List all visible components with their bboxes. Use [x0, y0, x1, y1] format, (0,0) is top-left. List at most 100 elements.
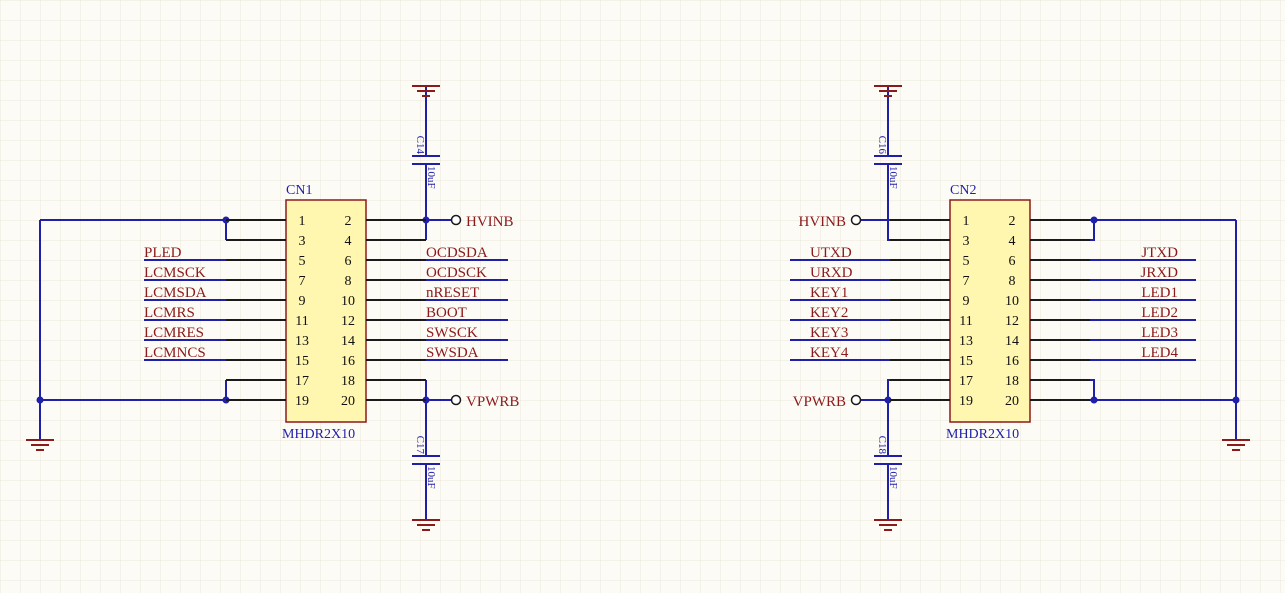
net-label-left: URXD: [810, 265, 853, 281]
pin-number-left: 15: [959, 354, 973, 369]
pin-number-left: 5: [299, 254, 306, 269]
pin-number-right: 6: [1009, 254, 1016, 269]
wire-segment: [887, 220, 890, 241]
pin-number-left: 5: [963, 254, 970, 269]
components-layer: [26, 85, 1250, 531]
pin-number-left: 3: [299, 234, 306, 249]
pin-number-right: 8: [345, 274, 352, 289]
ground-icon: [1222, 439, 1250, 451]
capacitor-value: 10uF: [425, 466, 437, 489]
wire-segment: [887, 379, 890, 400]
pin-number-left: 19: [295, 394, 309, 409]
junction-dot-icon: [1090, 216, 1098, 224]
capacitor-value: 10uF: [887, 466, 899, 489]
net-label-right: LED3: [1141, 325, 1178, 341]
pin-number-right: 6: [345, 254, 352, 269]
net-label-right: LED4: [1141, 345, 1178, 361]
port-circle-icon: [850, 214, 862, 226]
wire-segment: [1090, 220, 1095, 241]
pin-number-right: 16: [341, 354, 355, 369]
net-label-left: KEY2: [810, 305, 848, 321]
pin-number-left: 17: [295, 374, 309, 389]
pin-number-right: 20: [341, 394, 355, 409]
net-label-left: UTXD: [810, 245, 852, 261]
pin-number-left: 7: [963, 274, 970, 289]
net-label-right: OCDSCK: [426, 265, 487, 281]
pin-number-right: 4: [345, 234, 352, 249]
wires-layer: [36, 86, 1240, 520]
junction-dot-icon: [1232, 396, 1240, 404]
pin-number-left: 19: [959, 394, 973, 409]
pin-number-left: 15: [295, 354, 309, 369]
pin-number-left: 17: [959, 374, 973, 389]
pin-number-left: 11: [959, 314, 972, 329]
net-label-left: LCMSDA: [144, 285, 207, 301]
junction-dot-icon: [1090, 396, 1098, 404]
net-label-right: LED1: [1141, 285, 1178, 301]
capacitor-designator: C17: [414, 436, 426, 455]
pin-number-right: 10: [1005, 294, 1019, 309]
net-label-left: KEY4: [810, 345, 849, 361]
pin-number-right: 4: [1009, 234, 1016, 249]
pin-number-right: 18: [341, 374, 355, 389]
cn2-part: MHDR2X10: [946, 427, 1019, 442]
net-label-left: LCMRS: [144, 305, 195, 321]
pin-number-right: 12: [341, 314, 355, 329]
capacitor-designator: C16: [876, 136, 888, 155]
pin-number-right: 12: [1005, 314, 1019, 329]
net-label-right: SWSCK: [426, 325, 478, 341]
cn1-body: [285, 199, 367, 423]
ground-icon: [874, 85, 902, 97]
pin-number-left: 13: [959, 334, 973, 349]
pin-number-left: 9: [963, 294, 970, 309]
port-circle-icon: [450, 394, 462, 406]
port-circle-icon: [850, 394, 862, 406]
pin-number-left: 9: [299, 294, 306, 309]
pin-number-left: 7: [299, 274, 306, 289]
capacitor-value: 10uF: [887, 166, 899, 189]
cn2-body: [949, 199, 1031, 423]
pin-number-left: 1: [963, 214, 970, 229]
net-label-left: KEY3: [810, 325, 848, 341]
cn1-designator: CN1: [286, 183, 312, 198]
capacitor-value: 10uF: [425, 166, 437, 189]
net-label-right: JRXD: [1140, 265, 1178, 281]
port-label-hvinb: HVINB: [799, 214, 847, 230]
port-label-vpwrb: VPWRB: [793, 394, 846, 410]
net-label-right: JTXD: [1141, 245, 1178, 261]
ground-icon: [412, 519, 440, 531]
pin-number-left: 1: [299, 214, 306, 229]
ground-icon: [874, 519, 902, 531]
net-label-left: LCMNCS: [144, 345, 206, 361]
net-label-left: PLED: [144, 245, 182, 261]
pin-number-right: 14: [1005, 334, 1019, 349]
pin-number-right: 16: [1005, 354, 1019, 369]
pin-number-right: 10: [341, 294, 355, 309]
port-label-hvinb: HVINB: [466, 214, 514, 230]
capacitor-designator: C18: [876, 436, 888, 455]
wire-segment: [1090, 379, 1095, 400]
net-label-left: KEY1: [810, 285, 848, 301]
pin-number-right: 2: [1009, 214, 1016, 229]
net-label-right: BOOT: [426, 305, 467, 321]
net-label-right: LED2: [1141, 305, 1178, 321]
capacitor-designator: C14: [414, 136, 426, 155]
pin-number-right: 20: [1005, 394, 1019, 409]
cn1-part: MHDR2X10: [282, 427, 355, 442]
cn2-designator: CN2: [950, 183, 976, 198]
net-label-left: LCMSCK: [144, 265, 206, 281]
pin-number-right: 14: [341, 334, 355, 349]
pin-number-right: 8: [1009, 274, 1016, 289]
net-label-right: OCDSDA: [426, 245, 488, 261]
pin-number-left: 13: [295, 334, 309, 349]
pin-number-right: 2: [345, 214, 352, 229]
pin-number-left: 3: [963, 234, 970, 249]
net-label-left: LCMRES: [144, 325, 204, 341]
pin-number-right: 18: [1005, 374, 1019, 389]
port-label-vpwrb: VPWRB: [466, 394, 519, 410]
net-label-right: SWSDA: [426, 345, 479, 361]
